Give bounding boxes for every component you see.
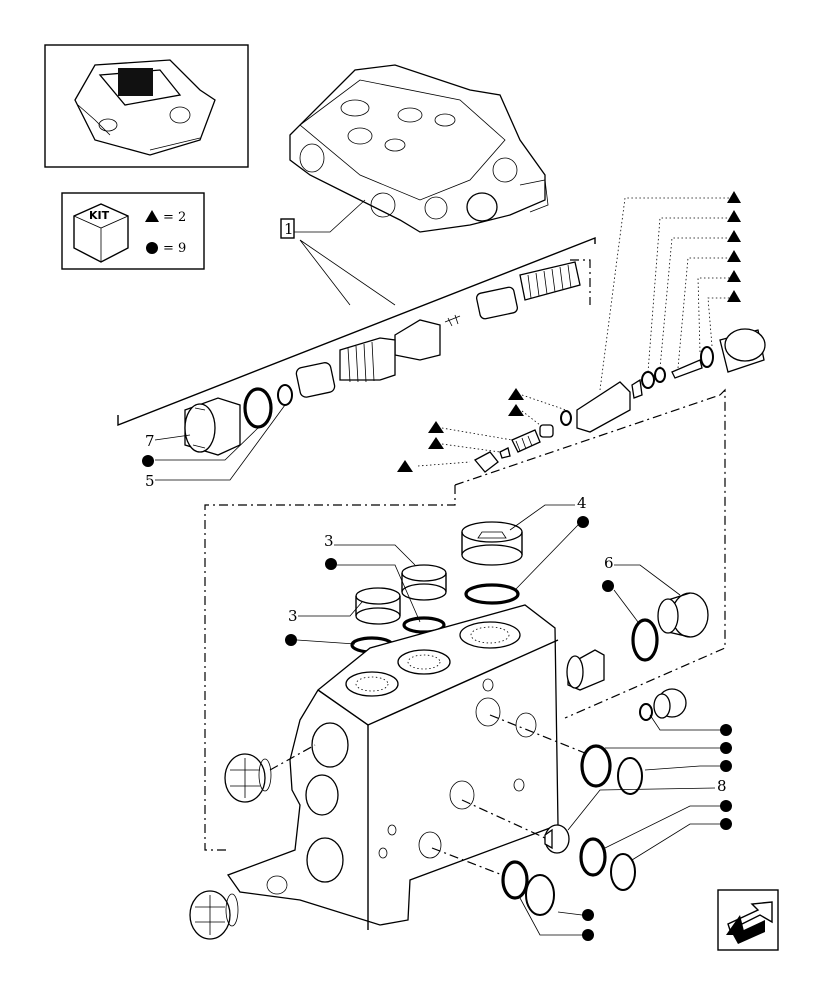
spool-body[interactable]: [295, 319, 441, 398]
callout-1: 1: [284, 220, 294, 238]
plug-4[interactable]: [461, 521, 523, 566]
callout-6: 6: [604, 554, 614, 572]
plug-6[interactable]: [657, 592, 709, 638]
circle-markers-bottom: [582, 909, 594, 941]
cube-icon: [73, 203, 129, 263]
seal-ring-6[interactable]: [631, 618, 659, 662]
side-cap-left-lower[interactable]: [189, 890, 239, 940]
circle-marker-3-lower: [285, 634, 297, 646]
plug-7[interactable]: [184, 397, 241, 456]
reference-box-1[interactable]: 1: [280, 199, 366, 239]
valve-body-main[interactable]: [226, 604, 559, 930]
seal-ring-mid-a[interactable]: [580, 744, 612, 788]
circle-marker-6: [602, 580, 614, 592]
seal-ring-small-left[interactable]: [277, 384, 293, 406]
spring-assembly-upper[interactable]: [444, 261, 581, 327]
callout-3-upper: 3: [324, 532, 334, 550]
triangle-markers-right: [727, 191, 741, 302]
kit-label: KIT: [89, 209, 110, 222]
callout-5: 5: [145, 472, 155, 490]
triangle-markers-middle: [397, 388, 524, 472]
circle-marker-3-upper: [325, 558, 337, 570]
seal-ring-mid-b[interactable]: [617, 757, 643, 795]
triangle-icon: [145, 210, 159, 222]
circle-marker-7: [142, 455, 154, 467]
small-plug-right[interactable]: [653, 688, 687, 719]
cartridge-right[interactable]: [576, 328, 766, 433]
seal-ring-4[interactable]: [464, 583, 520, 605]
arrow-back-icon[interactable]: [717, 889, 779, 951]
callout-8: 8: [717, 777, 727, 795]
highlighted-section-icon: [118, 68, 153, 96]
circle-markers-right: [720, 724, 732, 830]
circle-quantity: = 9: [163, 241, 186, 256]
seal-ring-low-a[interactable]: [501, 860, 529, 900]
plug-3-lower[interactable]: [355, 587, 401, 625]
side-cap-left-upper[interactable]: [224, 753, 272, 803]
relief-valve-parts[interactable]: [473, 410, 572, 473]
plug-3-upper[interactable]: [401, 564, 447, 601]
callout-4: 4: [577, 494, 587, 512]
circle-marker-4: [577, 516, 589, 528]
overview-thumbnail[interactable]: [44, 44, 249, 168]
triangle-quantity: = 2: [163, 210, 186, 225]
valve-assembly-top[interactable]: [289, 64, 549, 233]
seal-ring-3-upper[interactable]: [402, 616, 446, 634]
seal-ring-small-right[interactable]: [639, 703, 653, 721]
callout-3-lower: 3: [288, 607, 298, 625]
seal-ring-8b[interactable]: [610, 853, 636, 891]
seal-ring-large-left[interactable]: [243, 387, 273, 429]
circle-icon: [146, 242, 158, 254]
seal-ring-8a[interactable]: [579, 837, 607, 877]
seal-ring-low-b[interactable]: [525, 874, 555, 916]
fitting-right-mid[interactable]: [566, 649, 605, 691]
check-valve-8[interactable]: [544, 824, 570, 854]
callout-7: 7: [145, 432, 155, 450]
kit-legend: KIT = 2 = 9: [61, 192, 205, 270]
